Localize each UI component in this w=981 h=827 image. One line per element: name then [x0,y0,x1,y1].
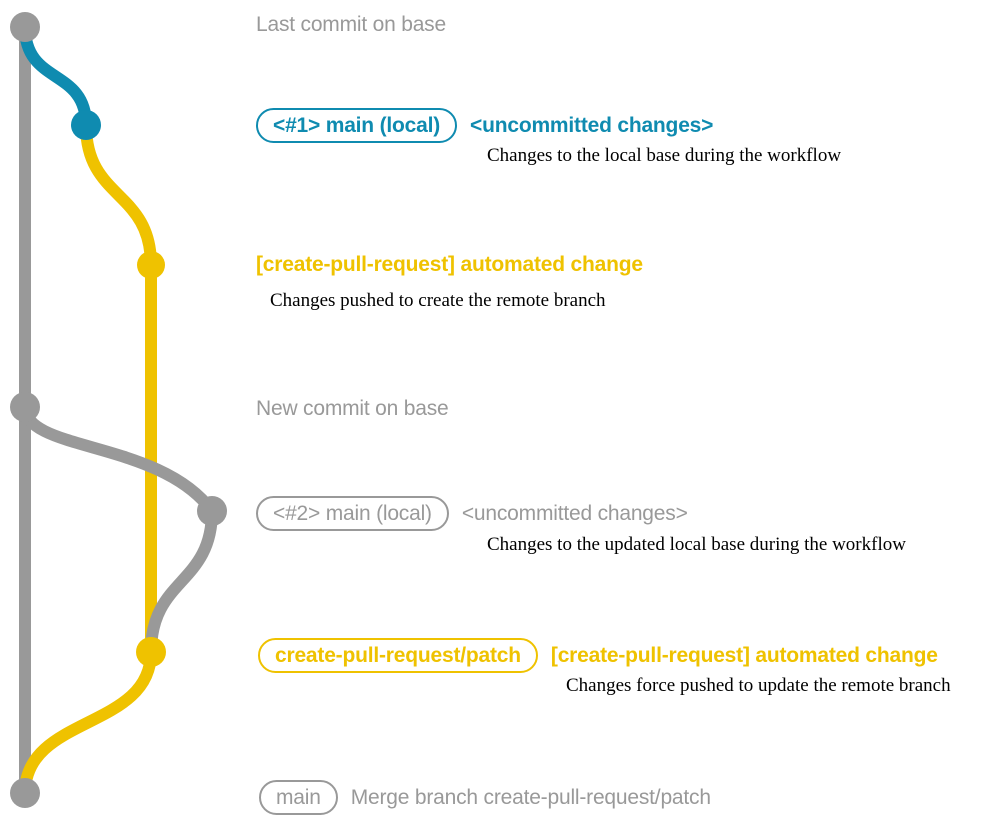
commit-row-local-1: <#1> main (local) <uncommitted changes> [256,108,713,143]
commit-subject-patch-created: [create-pull-request] automated change [256,253,643,276]
edge-patch-to-merge [19,646,157,799]
branch-badge-create-pull-request-patch[interactable]: create-pull-request/patch [258,638,538,673]
commit-node-patch-created[interactable] [137,251,165,279]
commit-node-local-1[interactable] [71,110,101,140]
commit-node-last-commit-on-base[interactable] [10,12,40,42]
commit-subject-local-1: <uncommitted changes> [470,114,714,137]
commit-subject-merge: Merge branch create-pull-request/patch [350,786,711,809]
commit-row-new-commit-on-base: New commit on base [256,397,449,420]
commit-description-patch-created: Changes pushed to create the remote bran… [270,290,606,311]
branch-badge-local-1[interactable]: <#1> main (local) [256,108,458,143]
branch-badge-local-2[interactable]: <#2> main (local) [256,496,449,531]
commit-subject-last-commit-on-base: Last commit on base [256,13,446,36]
edge-base-to-local-2 [19,401,218,517]
commit-node-patch-updated[interactable] [136,637,166,667]
edge-local-1-to-patch [80,119,157,271]
commit-row-local-2: <#2> main (local) <uncommitted changes> [256,496,688,531]
commit-row-last-commit-on-base: Last commit on base [256,14,446,35]
branch-badge-main[interactable]: main [259,780,338,815]
commit-node-local-2[interactable] [197,496,227,526]
commit-description-patch-updated: Changes force pushed to update the remot… [566,675,951,696]
edge-base-to-local-1 [19,21,92,131]
commit-row-patch-updated: create-pull-request/patch [create-pull-r… [258,638,938,673]
commit-row-merge: main Merge branch create-pull-request/pa… [259,780,711,815]
commit-node-merge[interactable] [10,778,40,808]
commit-subject-patch-updated: [create-pull-request] automated change [550,644,938,667]
commit-description-local-1: Changes to the local base during the wor… [487,145,842,166]
commit-subject-new-commit-on-base: New commit on base [256,397,449,420]
commit-description-local-2: Changes to the updated local base during… [487,534,906,555]
commit-subject-local-2: <uncommitted changes> [461,502,688,525]
commit-row-patch-created: [create-pull-request] automated change [256,254,643,275]
commit-node-new-commit-on-base[interactable] [10,392,40,422]
edge-local-2-to-patch [145,505,218,658]
